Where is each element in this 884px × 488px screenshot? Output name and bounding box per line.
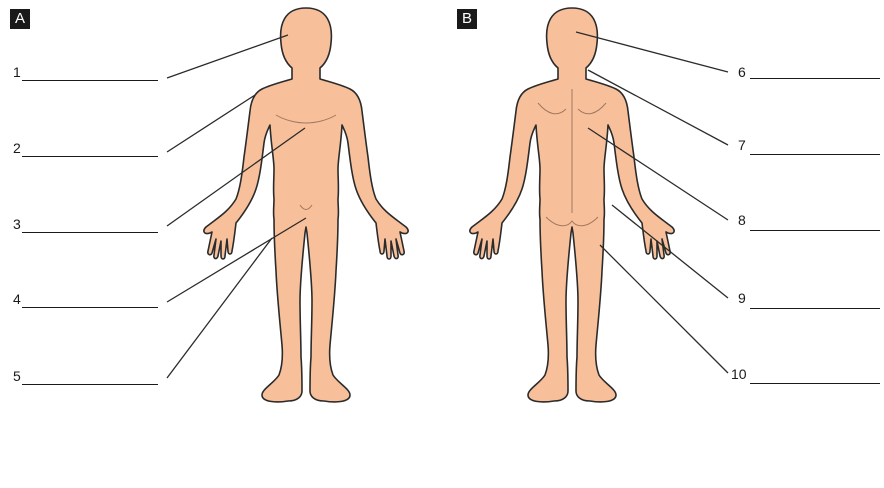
label-number-5: 5: [13, 368, 21, 384]
label-number-4: 4: [13, 291, 21, 307]
label-number-7: 7: [738, 137, 746, 153]
leader-line-10: [600, 245, 728, 373]
label-number-2: 2: [13, 140, 21, 156]
label-number-10: 10: [731, 366, 747, 382]
panel-badge-front: A: [10, 9, 30, 29]
answer-line-1[interactable]: [22, 80, 158, 81]
leader-line-5: [167, 238, 272, 378]
panel-badge-back: B: [457, 9, 477, 29]
answer-line-9[interactable]: [750, 308, 880, 309]
answer-line-4[interactable]: [22, 307, 158, 308]
front-figure: [204, 8, 408, 402]
answer-line-3[interactable]: [22, 232, 158, 233]
leader-line-6: [576, 32, 728, 72]
back-figure: [470, 8, 674, 402]
answer-line-2[interactable]: [22, 156, 158, 157]
label-number-6: 6: [738, 64, 746, 80]
answer-line-8[interactable]: [750, 230, 880, 231]
leader-line-2: [167, 95, 255, 152]
label-number-3: 3: [13, 216, 21, 232]
leader-line-9: [612, 205, 728, 298]
label-number-1: 1: [13, 64, 21, 80]
label-number-9: 9: [738, 290, 746, 306]
front-body-outline: [204, 8, 408, 402]
answer-line-6[interactable]: [750, 78, 880, 79]
answer-line-10[interactable]: [750, 383, 880, 384]
leader-line-1: [167, 35, 288, 78]
answer-line-5[interactable]: [22, 384, 158, 385]
label-number-8: 8: [738, 212, 746, 228]
leader-line-8: [588, 128, 728, 220]
answer-line-7[interactable]: [750, 154, 880, 155]
